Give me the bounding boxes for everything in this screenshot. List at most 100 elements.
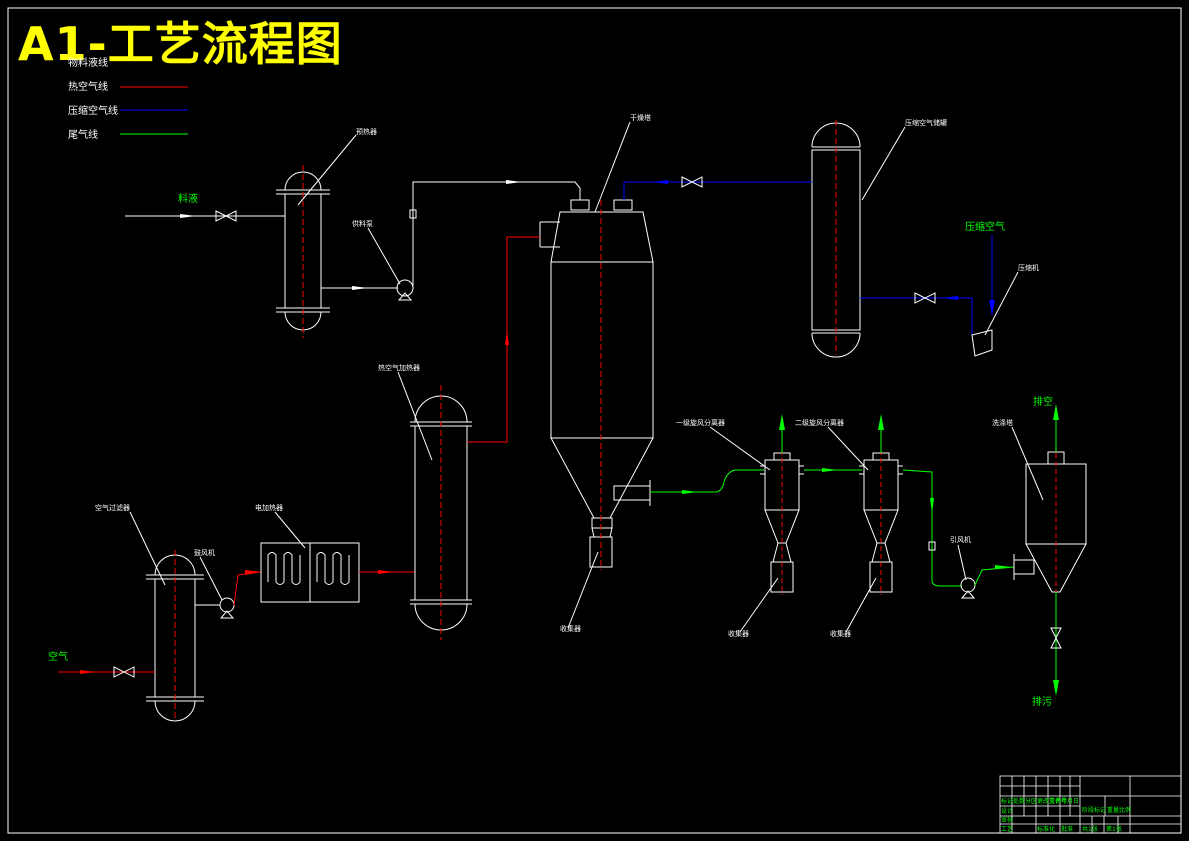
legend-label-exhaust: 尾气线 [68,128,98,141]
electric-heater [260,542,360,603]
scrubber-vent-arrow [1053,404,1059,420]
legend-label-material: 物料液线 [68,56,108,69]
hot-air-to-dryer-arrow [505,330,509,345]
drawing-title: A1-工艺流程图 [18,17,343,71]
air-inlet-arrow [80,670,96,674]
tb-cell-0: 标记 [1001,797,1013,805]
preheater [276,165,330,338]
air-heater-label: 热空气加热器 [378,363,420,372]
tb-cell-15: 第1张 [1106,825,1122,833]
cyclone-1-leader [709,426,771,471]
tb-cell-2: 分区 [1025,797,1037,805]
feed-pump-leader [367,227,401,285]
drain-valve[interactable] [1050,627,1062,649]
title-block-text: 标记 处数 分区 更改文件号 签名 年月日 设计 审核 工艺 标准化 批准 阶段… [1001,797,1131,833]
tb-cell-1: 处数 [1013,797,1025,805]
collector-2-label: 收集器 [830,629,851,638]
vent-label: 排空 [1033,395,1053,408]
compressed-air-to-dryer-line [623,181,812,200]
cyclone-1-vent-arrow [779,414,785,430]
tb-cell-10: 批准 [1061,825,1073,833]
air-filter-leader [129,511,166,586]
compressor-to-tank-arrow [942,296,958,300]
feed-pump-label: 供料泵 [352,219,373,228]
cyclone2-to-fan-arrow [930,498,934,514]
scrubber-label: 洗涤塔 [992,418,1013,427]
product-collector-leader [567,551,599,629]
electric-heater-label: 电加热器 [255,503,283,512]
drain-arrow [1053,680,1059,696]
cyclone-2-leader [827,426,869,471]
tb-cell-13: 比例 [1119,806,1131,814]
dryer-to-cyclone1-arrow [682,490,698,494]
compressor-label: 压缩机 [1018,263,1039,272]
legend-label-compressed-air: 压缩空气线 [68,104,118,117]
induced-fan-leader [957,544,967,581]
tb-cell-12: 重量 [1107,806,1119,814]
air-filter-label: 空气过滤器 [95,503,130,512]
blower-label: 鼓风机 [194,548,215,557]
blower[interactable] [219,597,235,619]
tb-cell-4: 签名 [1049,797,1061,805]
tank-inlet-valve[interactable] [914,292,936,304]
blower-to-heater-arrow [245,570,261,575]
dryer-to-cyclone1-line [650,469,764,493]
feed-flow-arrow [180,214,196,218]
preheater-leader [297,134,357,206]
air-inlet-valve[interactable] [113,666,135,678]
dryer-leader [594,121,631,213]
product-collector-label: 收集器 [560,624,581,633]
legend: 物料液线 热空气线 压缩空气线 尾气线 [68,56,188,141]
collector-1-label: 收集器 [728,629,749,638]
electric-heater-leader [274,511,306,549]
compressor-leader [984,271,1019,336]
dryer [539,199,654,568]
tb-cell-14: 共1张 [1082,825,1098,833]
preheater-outlet-arrow [352,286,368,290]
feed-valve[interactable] [215,210,237,222]
legend-label-hot-air: 热空气线 [68,80,108,93]
tb-cell-7: 审核 [1001,816,1013,824]
tb-cell-8: 工艺 [1001,825,1013,833]
fan-to-scrubber-arrow [995,565,1011,569]
drain-label: 排污 [1032,695,1052,708]
compressor-to-tank-line [860,297,973,335]
feed-to-dryer-arrow [506,180,522,184]
tb-cell-6: 设计 [1001,807,1013,815]
compressed-air-label: 压缩空气 [965,220,1005,233]
exhaust-flowmeter [928,541,936,551]
title-block [999,775,1182,834]
air-tank-label: 压缩空气储罐 [905,118,947,127]
air-tank-leader [861,126,906,201]
blower-to-heater-line [233,571,262,606]
tb-cell-5: 年月日 [1061,797,1079,805]
induced-fan-label: 引风机 [950,535,971,544]
preheater-label: 预热器 [356,127,377,136]
tb-cell-3: 更改文件号 [1037,797,1067,805]
cyclone2-to-fan-line [902,469,962,587]
feed-label: 料液 [178,192,198,205]
feed-flowmeter [409,209,417,219]
air-heater-leader [397,371,433,461]
heater-to-airheater-arrow [378,570,394,574]
collector-2-leader [845,577,877,633]
scrubber-leader [1011,426,1044,501]
cyclone-2-label: 二级旋风分离器 [795,418,844,427]
cyclone-1-label: 一级旋风分离器 [676,418,725,427]
air-inlet-label: 空气 [48,650,68,663]
fan-to-scrubber-line [974,566,1015,586]
compressed-air-inlet-arrow [989,300,995,316]
blower-leader [199,556,223,601]
cyclone-2-vent-arrow [878,414,884,430]
compressed-air-to-dryer-arrow [652,180,668,184]
induced-fan[interactable] [960,577,976,599]
compressed-air-valve[interactable] [681,176,703,188]
dryer-label: 干燥塔 [630,113,651,122]
feed-to-dryer-line [412,181,581,288]
drawing-frame [7,7,1182,834]
compressor[interactable] [971,329,993,357]
hot-air-to-dryer-line [467,236,540,443]
tb-cell-9: 标准化 [1037,825,1055,833]
cyclone1-to-cyclone2-arrow [822,468,838,472]
